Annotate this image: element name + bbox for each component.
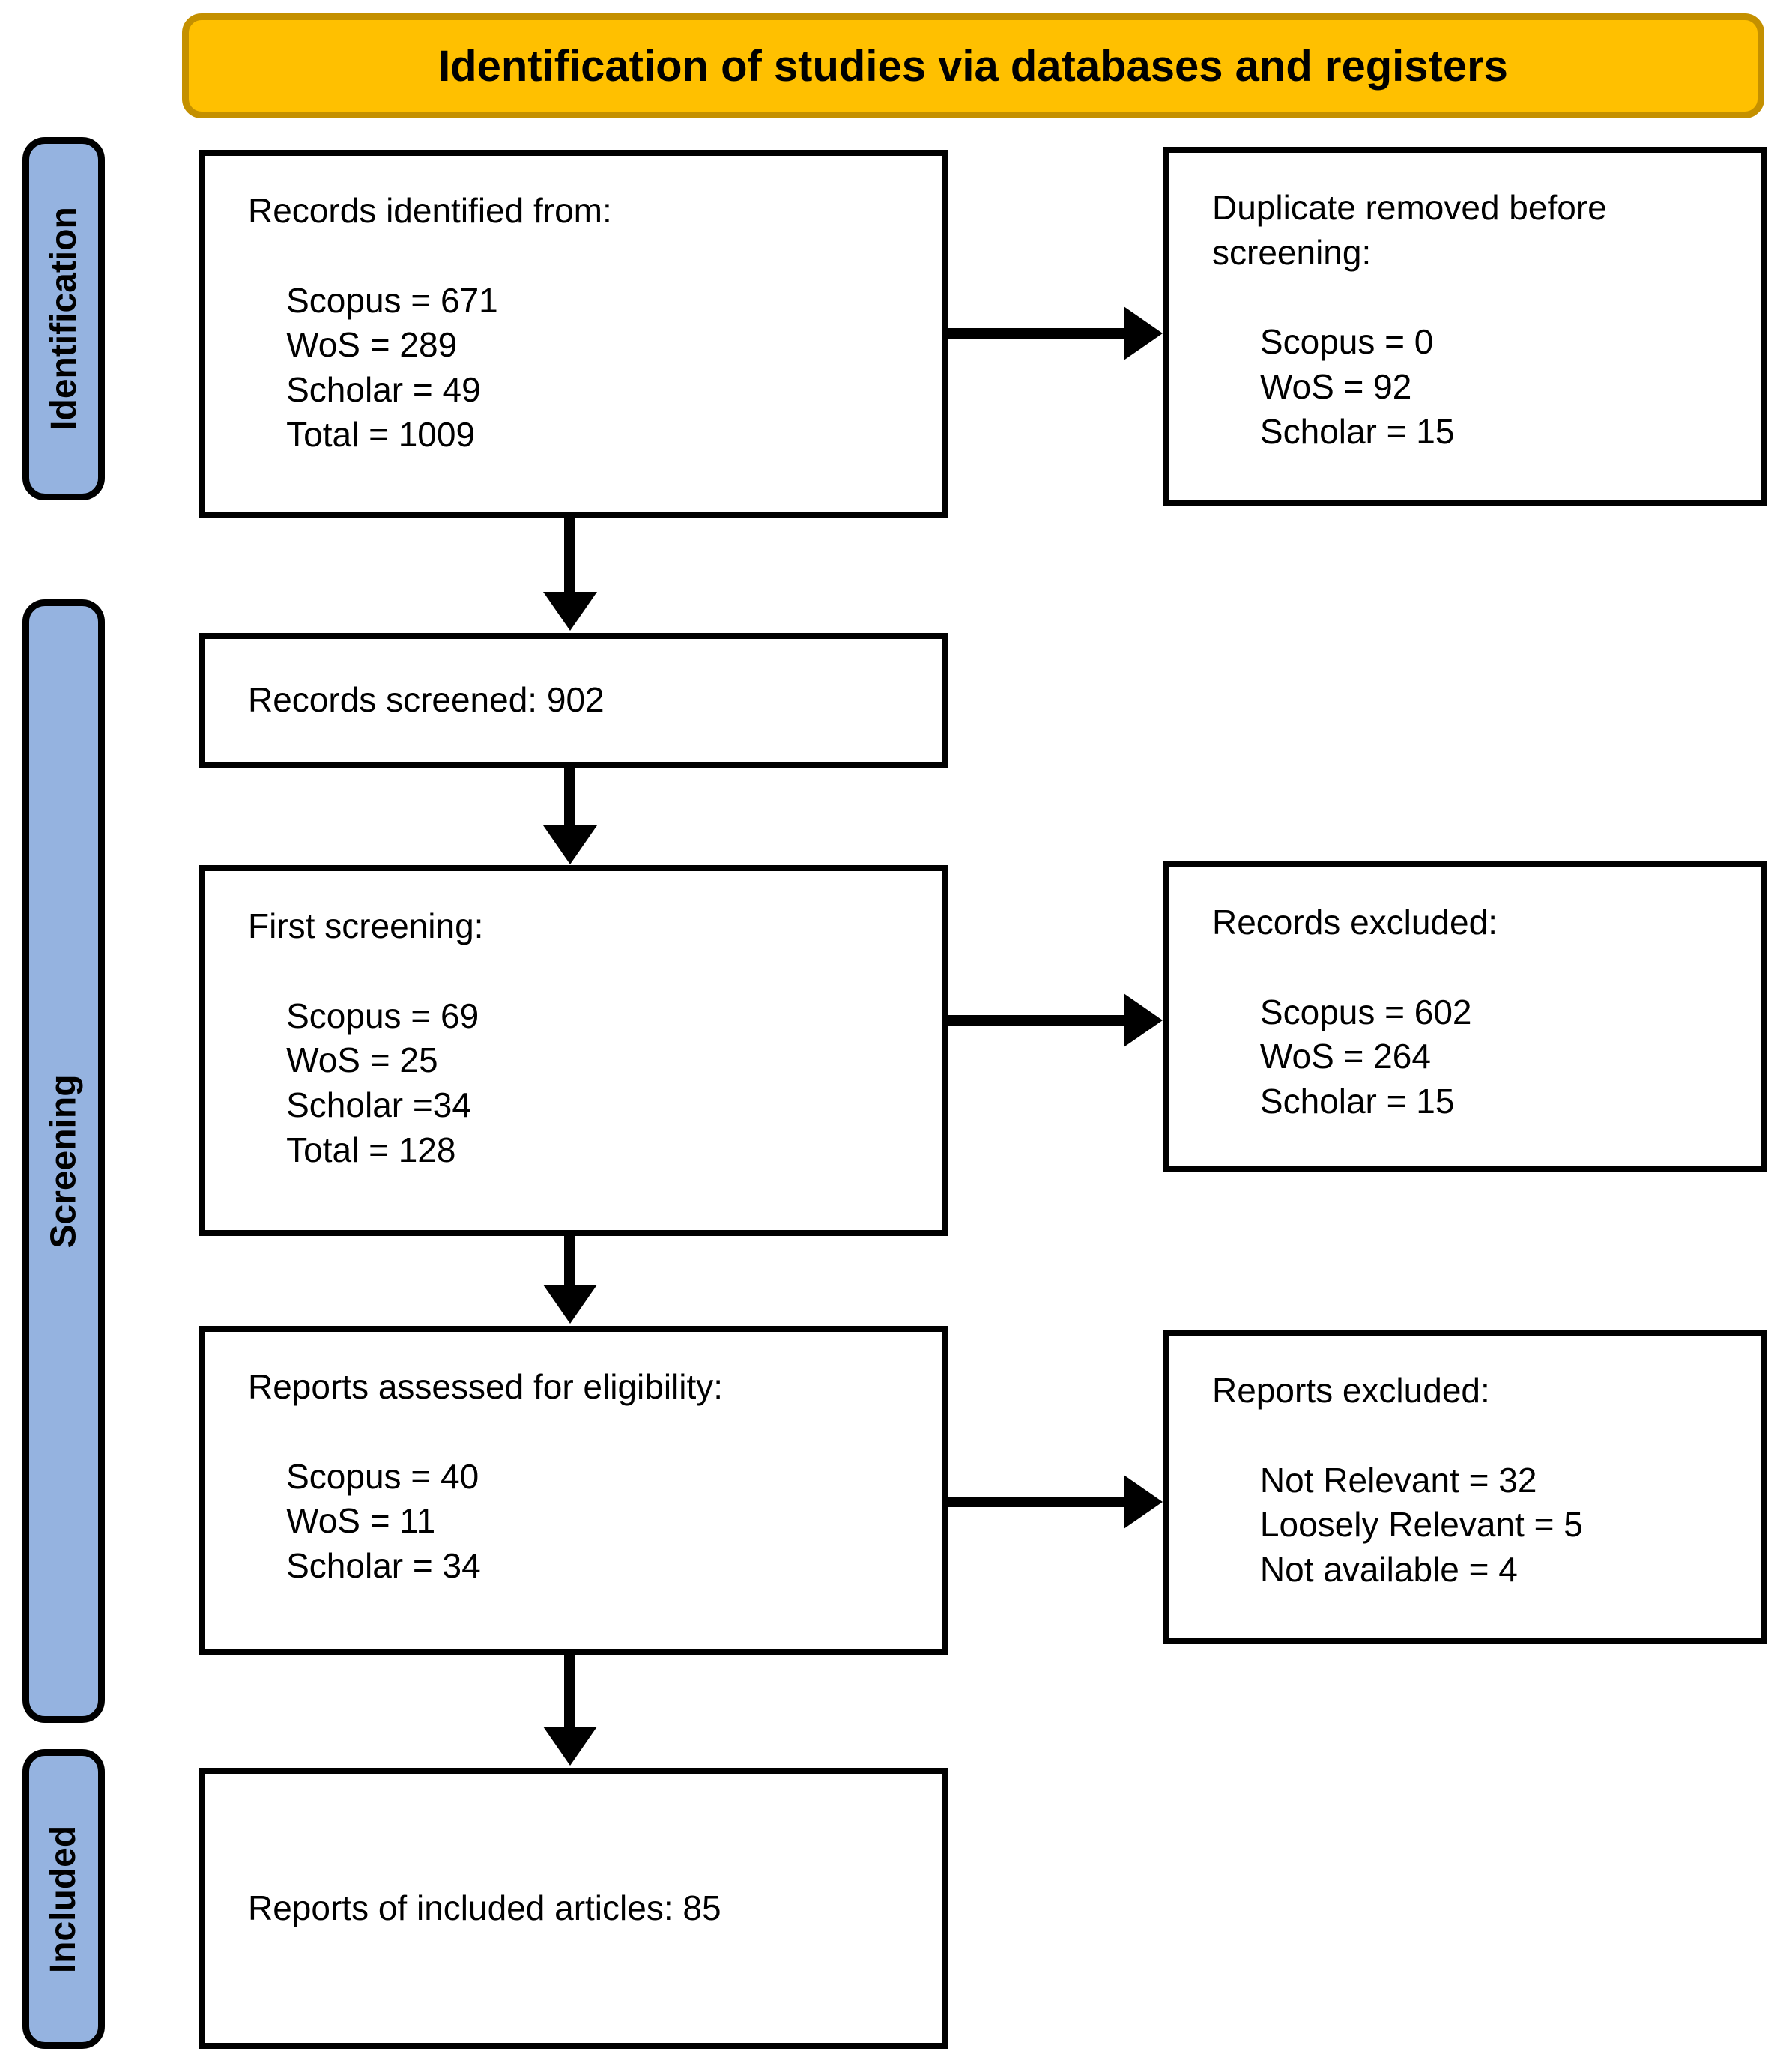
arrow-identified-to-duplicates-line [948,328,1127,339]
arrow-assessed-to-reports-excluded-line [948,1497,1127,1507]
box-records-excluded-text: Records excluded: Scopus = 602 WoS = 264… [1212,903,1498,1121]
diagram-header-banner: Identification of studies via databases … [182,13,1764,118]
box-first-screening-text: First screening: Scopus = 69 WoS = 25 Sc… [248,906,484,1169]
box-reports-assessed-eligibility: Reports assessed for eligibility: Scopus… [199,1326,948,1655]
box-duplicates-removed: Duplicate removed before screening: Scop… [1163,147,1767,506]
arrow-identified-to-duplicates-head-icon [1124,306,1163,360]
arrow-first-screening-to-assessed-head-icon [543,1285,597,1324]
arrow-identified-to-screened-line [564,518,575,596]
box-records-screened-text: Records screened: 902 [248,680,605,720]
arrow-assessed-to-reports-excluded-head-icon [1124,1475,1163,1529]
box-reports-excluded: Reports excluded: Not Relevant = 32 Loos… [1163,1330,1767,1644]
phase-tab-screening: Screening [22,599,105,1723]
phase-tab-identification-label: Identification [43,207,84,431]
page-title: Identification of studies via databases … [438,41,1508,91]
arrow-first-screening-to-excluded-head-icon [1124,993,1163,1047]
box-reports-assessed-eligibility-text: Reports assessed for eligibility: Scopus… [248,1367,724,1586]
arrow-screened-to-first-screening-line [564,768,575,829]
box-records-identified: Records identified from: Scopus = 671 Wo… [199,150,948,518]
phase-tab-identification: Identification [22,137,105,500]
box-reports-included-articles: Reports of included articles: 85 [199,1768,948,2049]
box-records-screened: Records screened: 902 [199,633,948,768]
arrow-first-screening-to-assessed-line [564,1236,575,1288]
arrow-screened-to-first-screening-head-icon [543,825,597,864]
phase-tab-included: Included [22,1749,105,2049]
phase-tab-screening-label: Screening [43,1073,84,1249]
box-reports-excluded-text: Reports excluded: Not Relevant = 32 Loos… [1212,1371,1583,1590]
box-records-excluded: Records excluded: Scopus = 602 WoS = 264… [1163,861,1767,1172]
arrow-assessed-to-included-line [564,1655,575,1730]
arrow-assessed-to-included-head-icon [543,1727,597,1766]
box-first-screening: First screening: Scopus = 69 WoS = 25 Sc… [199,865,948,1236]
arrow-first-screening-to-excluded-line [948,1015,1127,1026]
box-duplicates-removed-text: Duplicate removed before screening: Scop… [1212,188,1607,451]
arrow-identified-to-screened-head-icon [543,592,597,631]
box-reports-included-articles-text: Reports of included articles: 85 [248,1888,721,1927]
box-records-identified-text: Records identified from: Scopus = 671 Wo… [248,191,612,454]
phase-tab-included-label: Included [43,1825,84,1973]
